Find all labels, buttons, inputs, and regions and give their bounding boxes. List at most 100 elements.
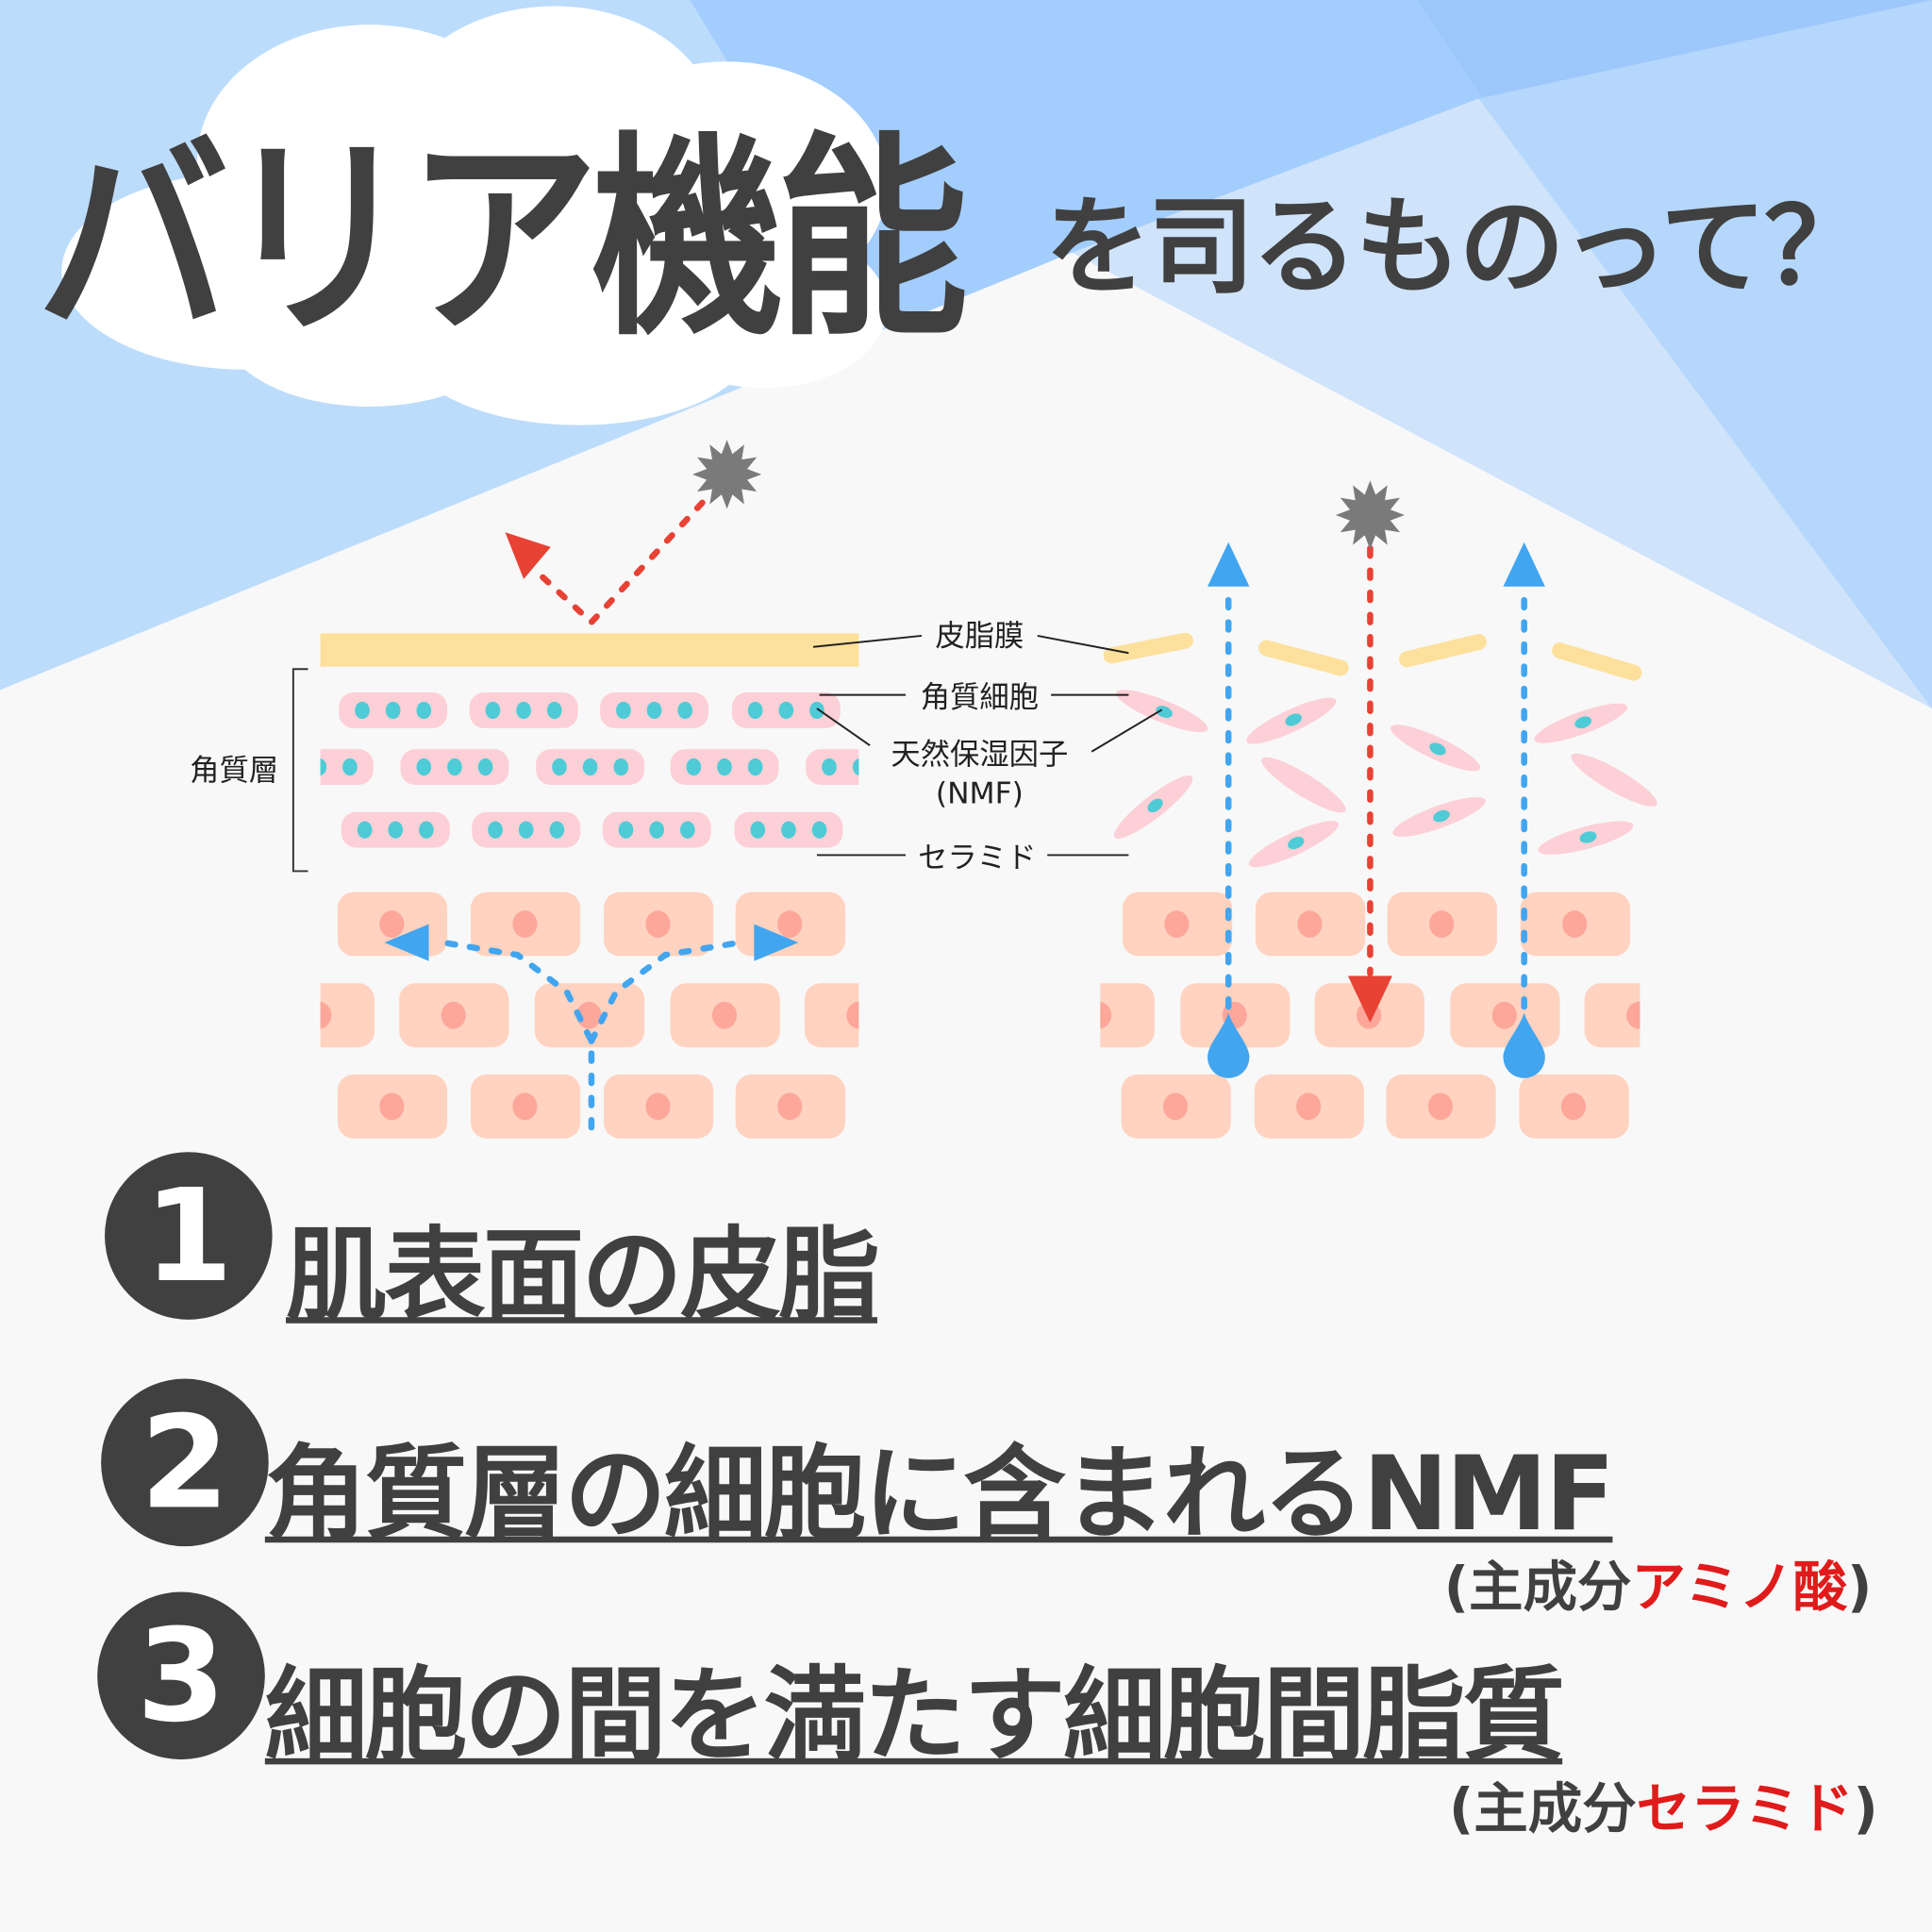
damaged-corneocyte [1116,690,1208,733]
cell-body [804,983,859,1048]
skin-cell [1519,1074,1629,1139]
cell-body [320,983,375,1048]
nmf-dot [549,821,565,839]
title-sub: を司るものって？ [1044,186,1871,309]
nmf-dot [518,821,534,839]
cell-nucleus [846,1001,859,1029]
nmf-dot [717,758,732,776]
corneocyte [339,692,448,728]
note-prefix: (主成分 [1448,1777,1637,1841]
corneocyte [670,749,779,785]
title-main: バリア機能 [37,113,968,365]
cell-nucleus [1297,910,1323,938]
blue-arrowhead-right-icon [754,924,799,961]
skin-cell [804,983,859,1048]
nmf-dot [649,821,664,839]
cell-nucleus [441,1001,466,1029]
cell-nucleus [1162,1092,1189,1121]
water-drop-icon [1207,1012,1250,1078]
corneocyte [731,692,841,728]
stratum-corneum-bracket [291,668,308,873]
skin-cell [1520,891,1630,957]
cell-body [1100,983,1155,1048]
nmf-dot [618,821,634,839]
cell-nucleus [1491,1001,1517,1029]
nmf-dot [809,701,824,720]
item-2-text: 角質層の細胞に含まれるNMF [264,1434,1615,1555]
blue-arrowhead-up-icon [1207,541,1250,587]
cell-nucleus [711,1001,738,1029]
cell-nucleus [777,910,803,938]
damaged-corneocyte [1571,753,1657,807]
skin-cell [1450,983,1560,1048]
nmf-dot [677,701,693,720]
sebum-fragment [1399,633,1487,668]
water-retention-path-left [440,939,595,1131]
nmf-dot [546,701,562,720]
corneocyte [320,749,374,785]
red-arrowhead-icon [505,532,551,579]
nmf-dot [1147,798,1163,813]
skin-cell [603,891,714,957]
damaged-corneocyte [1113,775,1193,839]
irritant-star-icon [692,440,762,509]
cloud [61,6,888,425]
corneocyte [806,749,859,785]
damaged-corneocyte [1261,757,1346,813]
skin-cell [534,983,645,1048]
skin-cell [1121,1074,1231,1139]
nmf-dot [488,821,503,839]
sebum-film [320,633,859,667]
sebum-fragment [1552,642,1642,681]
cell-nucleus [379,910,405,938]
corneocyte [602,811,711,848]
nmf-dot [447,758,462,776]
nmf-dot [355,701,370,720]
label-leader-lines [812,634,1163,857]
damaged-corneocyte [1246,697,1337,744]
note-suffix: ) [1847,1556,1873,1620]
corneocyte [600,692,709,728]
nmf-dot [1433,809,1450,823]
item-2-note: (主成分アミノ酸) [1444,1542,1873,1622]
nmf-dot [388,821,404,839]
corneocyte [472,811,581,848]
sebum-fragment [1103,632,1193,664]
damaged-corneocyte [1391,724,1481,772]
corneocyte-body [1571,753,1657,807]
label-stratum-corneum: 角質層 [190,754,278,788]
nmf-dot [750,821,766,839]
note-highlight: セラミド [1636,1777,1854,1841]
damaged-corneocyte [1534,703,1628,743]
cell-body [1584,983,1641,1048]
blue-arrowhead-up-icon [1503,541,1545,587]
cell-nucleus [1560,1092,1586,1121]
cell-nucleus [645,910,671,938]
irritant-star-icon [1335,480,1405,550]
nmf-dot [679,821,695,839]
skin-cell [1100,983,1155,1048]
corneocyte [341,811,450,848]
item-1-text: 肌表面の皮脂 [286,1217,880,1335]
note-highlight: アミノ酸 [1631,1556,1848,1620]
skin-cell [1254,1074,1364,1139]
reflected-damage-path [539,499,706,627]
skin-cell [337,1074,448,1139]
nmf-dot [646,701,662,720]
skin-cell [470,891,581,957]
damaged-corneocyte [1248,821,1340,868]
nmf-dot [747,701,763,720]
skin-cell [603,1074,714,1139]
blue-arrowhead-left-icon [384,924,429,961]
skin-cell [470,1074,581,1139]
skin-cell [1255,891,1366,957]
nmf-dot [781,821,796,839]
nmf-dot [1574,716,1592,729]
cell-nucleus [512,910,538,938]
sebum-fragment [1258,640,1349,676]
nmf-dot [852,758,859,776]
corneocyte-body [1261,757,1346,813]
number-badge-2: 2 [101,1378,269,1547]
damaged-corneocyte [1538,821,1634,855]
